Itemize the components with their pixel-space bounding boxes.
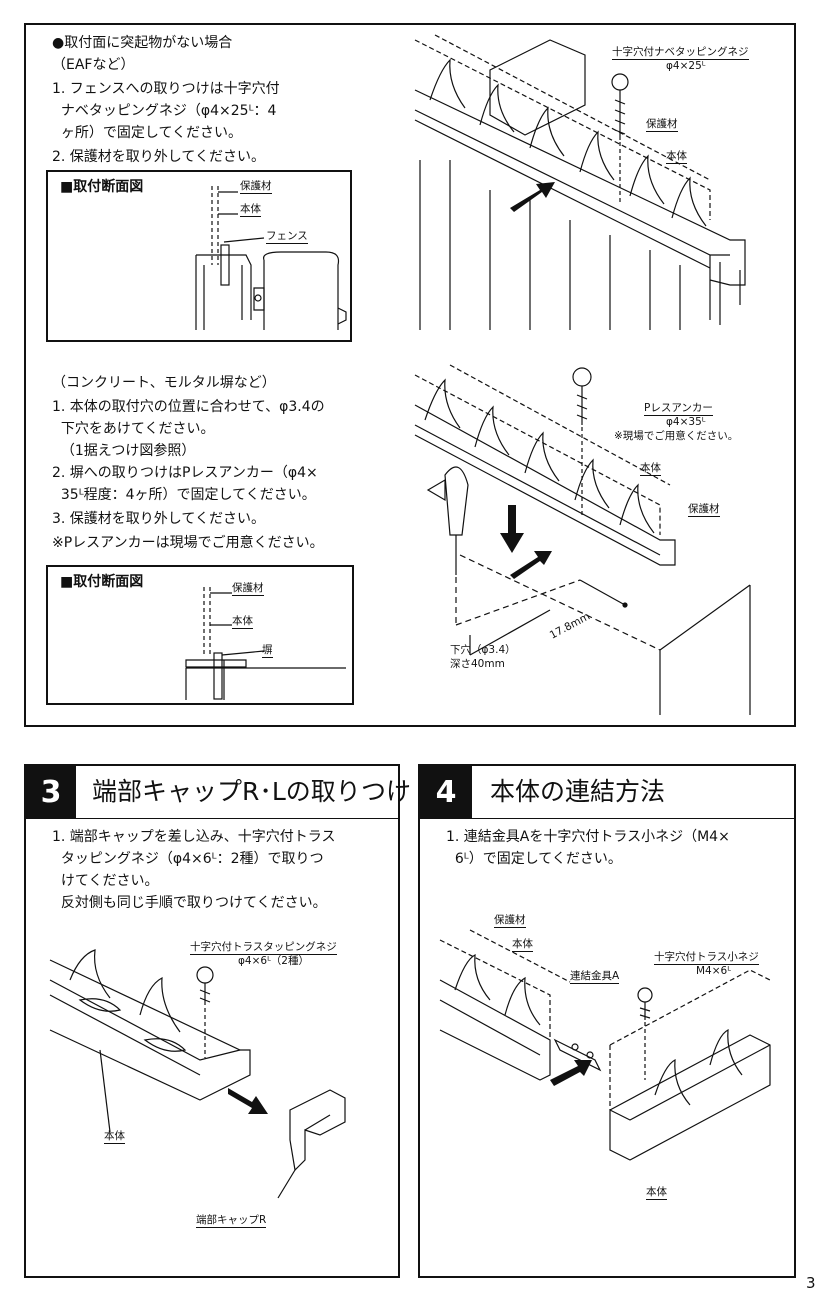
- case2-label-anchor-note: ※現場でご用意ください。: [614, 430, 739, 442]
- case2-label-body: 本体: [640, 462, 661, 476]
- case2-note: ※Pレスアンカーは現場でご用意ください。: [52, 535, 324, 551]
- case2-section-label-wall: 塀: [262, 644, 273, 658]
- case2-section-drawing: [185, 587, 346, 700]
- case2-label-protector: 保護材: [688, 503, 720, 517]
- case2-step-3: 3. 保護材を取り外してください。: [52, 511, 265, 527]
- case1-section-drawing: [195, 186, 347, 330]
- case1-subtitle: （EAFなど）: [52, 57, 135, 73]
- section4-label-body-bottom: 本体: [646, 1186, 667, 1200]
- section4-label-body-top: 本体: [512, 938, 533, 952]
- case1-step-2: 2. 保護材を取り外してください。: [52, 149, 265, 165]
- section3-label-end-cap: 端部キャップR: [196, 1214, 267, 1228]
- section3-panel: [24, 764, 400, 1278]
- section4-step-1b: 6ᴸ）で固定してください。: [446, 851, 622, 867]
- case1-section-box: [46, 170, 352, 342]
- case2-section-box: [46, 565, 354, 705]
- section3-step-1c: けてください。: [52, 873, 159, 889]
- case1-section-label-protector: 保護材: [240, 180, 272, 194]
- section4-label-connector: 連結金具A: [570, 970, 620, 984]
- section4-title-underline: [420, 818, 794, 819]
- case1-section-title: ■取付断面図: [60, 179, 144, 195]
- section3-label-screw-size: φ4×6ᴸ（2種）: [238, 955, 309, 967]
- case1-fence-perspective-drawing: [414, 34, 746, 330]
- case1-section-label-fence: フェンス: [266, 230, 308, 244]
- case2-step-2b: 35ᴸ程度：4ヶ所）で固定してください。: [52, 487, 316, 503]
- section4-step-1: 1. 連結金具Aを十字穴付トラス小ネジ（M4×: [446, 829, 730, 845]
- section3-end-cap-drawing: [49, 949, 346, 1199]
- top-instruction-panel: [24, 23, 796, 727]
- case2-step-1b: 下穴をあけてください。: [52, 421, 215, 437]
- case2-subtitle: （コンクリート、モルタル塀など）: [52, 375, 276, 391]
- section4-joint-drawing: [439, 929, 771, 1161]
- section4-panel: [418, 764, 796, 1278]
- case1-step-1c: ヶ所）で固定してください。: [52, 125, 243, 141]
- page-number: 3: [806, 1274, 816, 1292]
- section4-title: 本体の連結方法: [490, 777, 666, 806]
- case1-label-body: 本体: [666, 150, 687, 164]
- section3-step-1d: 反対側も同じ手順で取りつけてください。: [52, 895, 327, 911]
- case2-section-label-protector: 保護材: [232, 582, 264, 596]
- case2-section-label-body: 本体: [232, 615, 253, 629]
- section3-title-underline: [26, 818, 398, 819]
- case2-label-anchor: Pレスアンカー: [644, 402, 713, 416]
- case1-step-1b: ナベタッピングネジ（φ4×25ᴸ：4: [52, 103, 277, 119]
- section3-title: 端部キャップR･Lの取りつけ: [92, 777, 412, 806]
- case2-step-1c: （1据えつけ図参照）: [52, 443, 196, 459]
- case2-label-anchor-size: φ4×35ᴸ: [666, 416, 706, 428]
- case1-label-screw-size: φ4×25ᴸ: [666, 60, 706, 72]
- case2-wall-perspective-drawing: [414, 364, 751, 715]
- case2-section-title: ■取付断面図: [60, 574, 144, 590]
- case2-step-2: 2. 塀への取りつけはPレスアンカー（φ4×: [52, 465, 318, 481]
- case1-label-protector: 保護材: [646, 118, 678, 132]
- section3-step-1b: タッピングネジ（φ4×6ᴸ：2種）で取りつ: [52, 851, 324, 867]
- section4-number: 4: [420, 766, 472, 818]
- section3-step-1: 1. 端部キャップを差し込み、十字穴付トラス: [52, 829, 336, 845]
- section4-label-screw-size: M4×6ᴸ: [696, 965, 731, 977]
- case2-label-pilot-hole: 下穴（φ3.4）: [450, 644, 516, 656]
- case1-label-screw: 十字穴付ナベタッピングネジ: [612, 46, 749, 60]
- case2-step-1: 1. 本体の取付穴の位置に合わせて、φ3.4の: [52, 399, 325, 415]
- section4-label-screw: 十字穴付トラス小ネジ: [654, 951, 759, 965]
- case1-section-label-body: 本体: [240, 203, 261, 217]
- section3-number: 3: [26, 766, 76, 818]
- case2-label-depth: 深さ40mm: [450, 658, 505, 670]
- section4-label-protector: 保護材: [494, 914, 526, 928]
- section3-label-body: 本体: [104, 1130, 125, 1144]
- case1-step-1: 1. フェンスへの取りつけは十字穴付: [52, 81, 280, 97]
- case1-title: ●取付面に突起物がない場合: [52, 35, 233, 51]
- section3-label-screw: 十字穴付トラスタッピングネジ: [190, 941, 337, 955]
